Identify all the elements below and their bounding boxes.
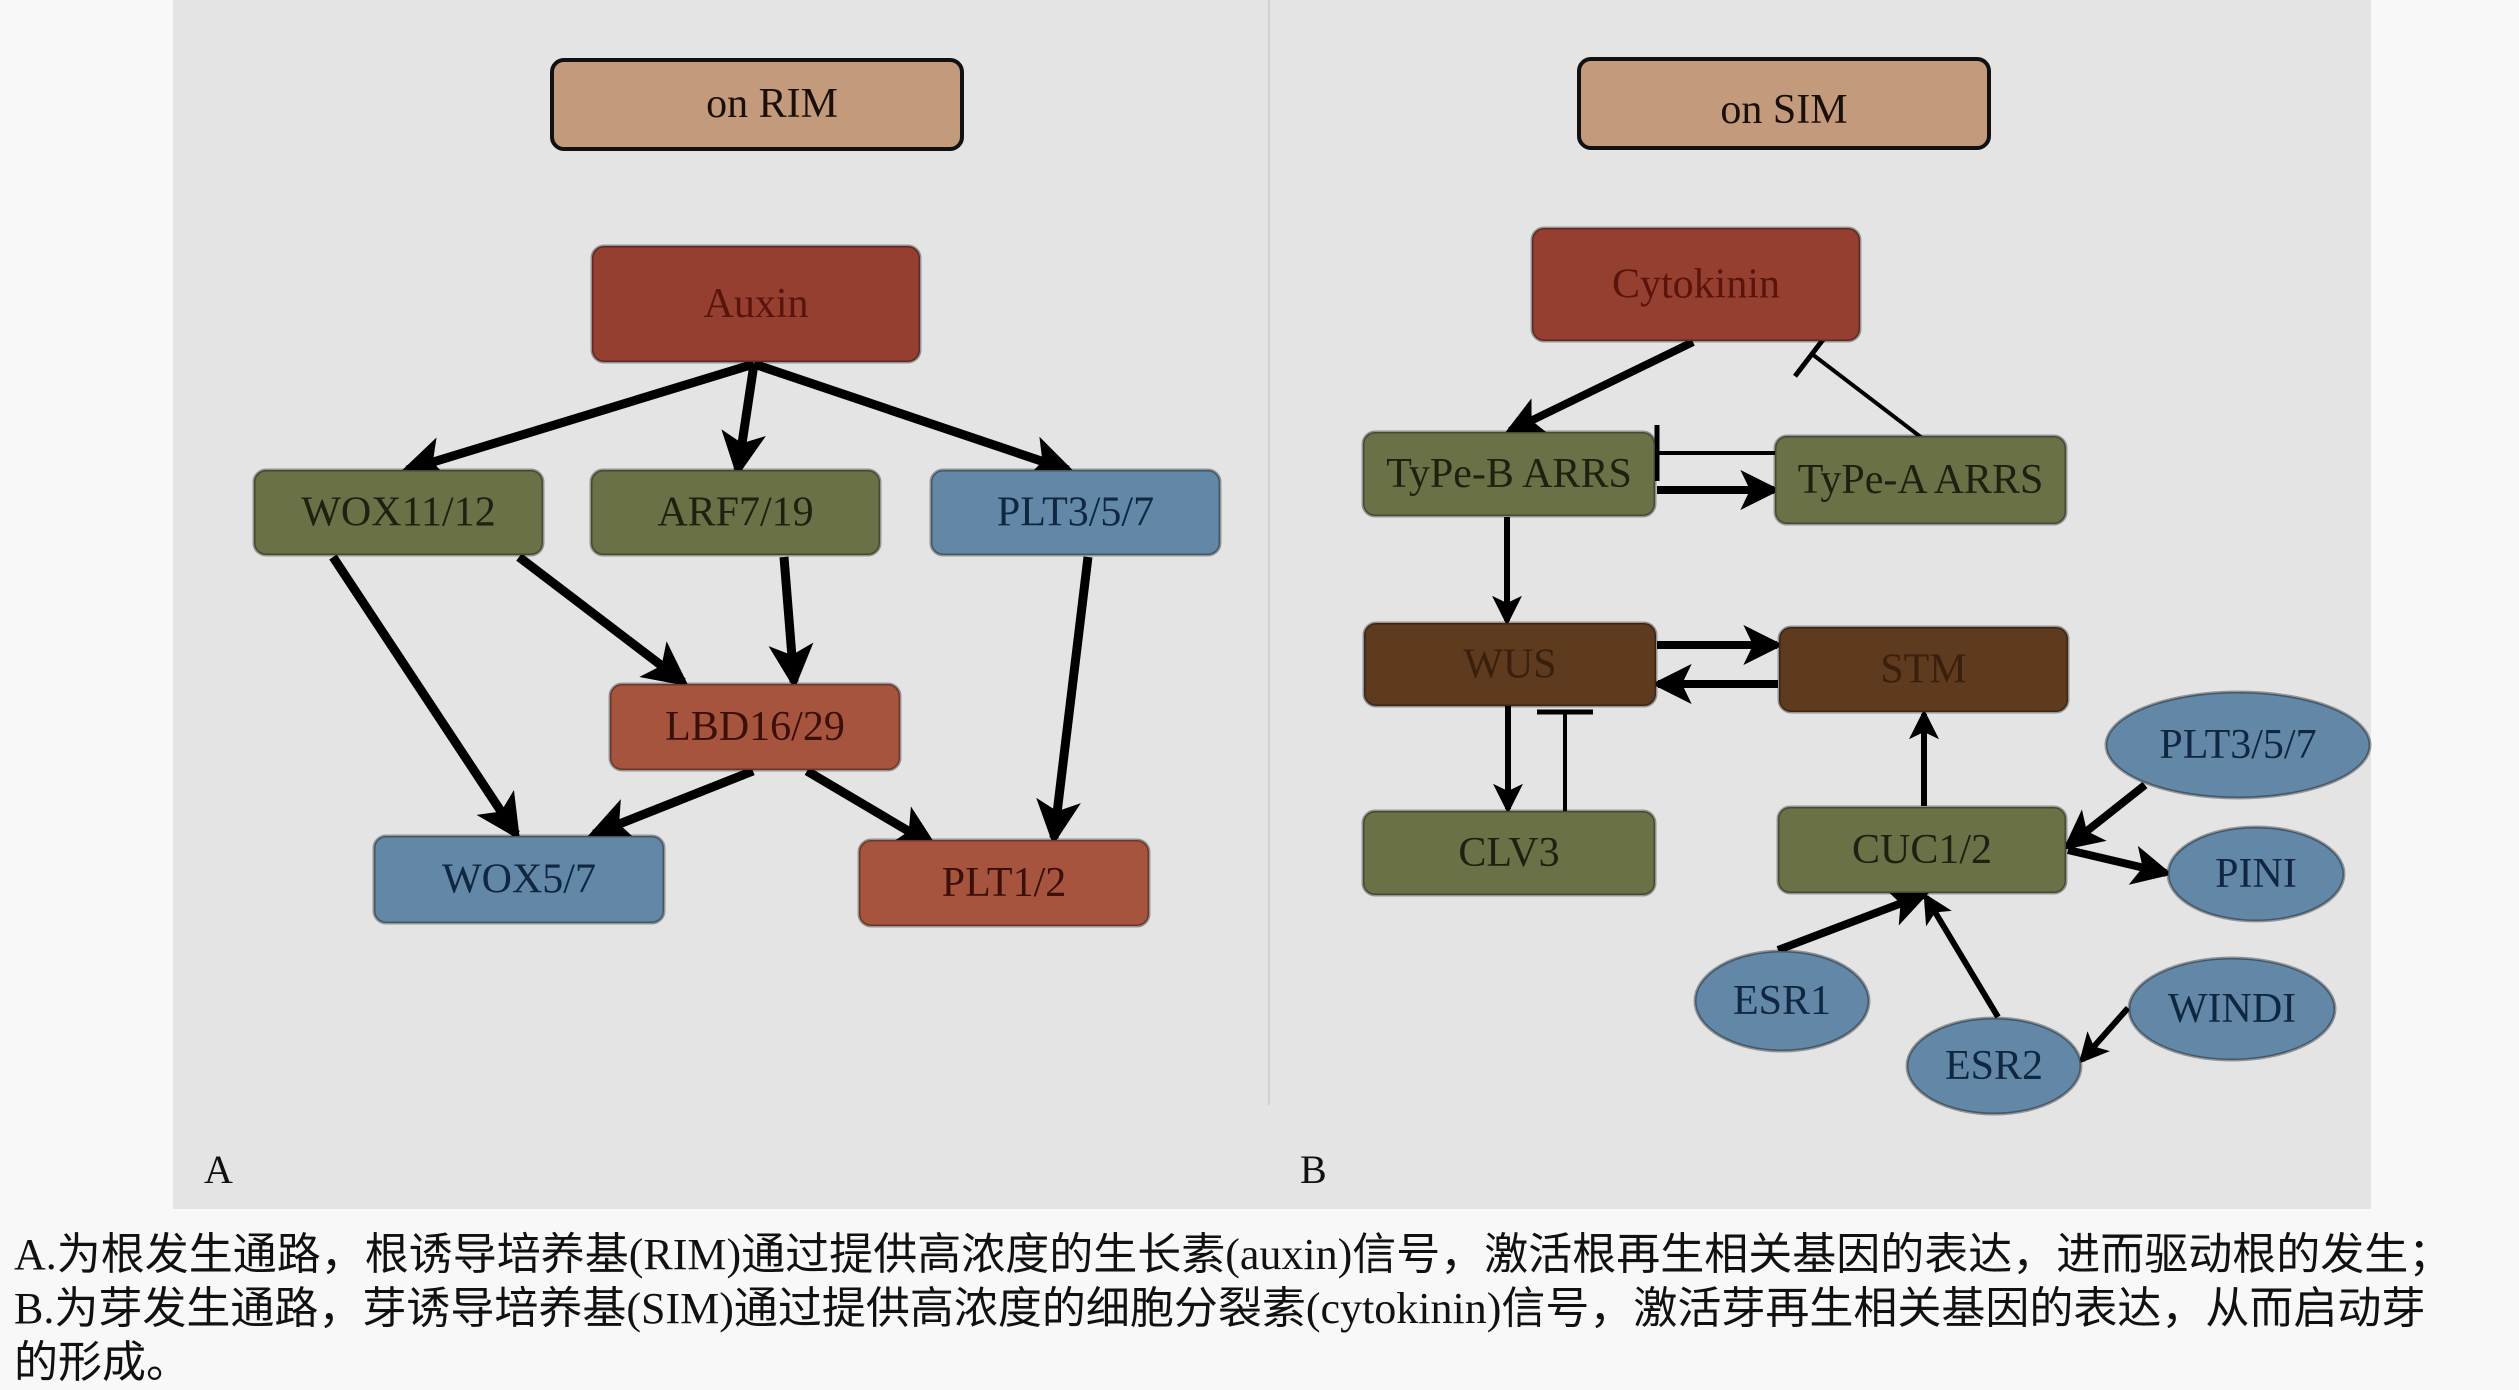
activation-arrow-cuc-to-pini (2067, 845, 2173, 885)
node-label-cytokinin: Cytokinin (1612, 262, 1780, 308)
node-typeb: TyPe-B ARRS (1361, 430, 1657, 518)
node-shape-plt357a (929, 468, 1222, 557)
node-label-esr2: ESR2 (1945, 1043, 2043, 1089)
edges-layer (329, 330, 2173, 1064)
node-wus: WUS (1362, 621, 1658, 708)
node-windi: WINDI (2127, 956, 2337, 1062)
node-auxin: Auxin (590, 244, 922, 364)
node-label-stm: STM (1880, 647, 1966, 693)
node-shape-windi (2127, 956, 2337, 1062)
node-shape-cuc (1776, 805, 2068, 895)
node-wox57: WOX5/7 (372, 834, 666, 925)
panel-label-a: A (204, 1147, 233, 1192)
node-label-typeb: TyPe-B ARRS (1386, 451, 1632, 497)
node-shape-esr1 (1693, 949, 1871, 1053)
panel-label-b: B (1300, 1147, 1327, 1192)
node-label-auxin: Auxin (704, 281, 809, 327)
node-label-typea: TyPe-A ARRS (1798, 457, 2044, 503)
node-shape-wox11 (252, 468, 545, 557)
node-pini: PINI (2166, 825, 2346, 923)
node-label-plt357b: PLT3/5/7 (2159, 722, 2316, 768)
node-esr1: ESR1 (1693, 949, 1871, 1053)
activation-arrow-auxin-to-wox11 (400, 359, 756, 481)
medium-box-sim: on SIM (1577, 57, 1991, 150)
activation-arrow-auxin-to-arf (721, 363, 766, 478)
node-cytokinin: Cytokinin (1530, 226, 1862, 343)
activation-arrow-esr1-to-cuc (1776, 888, 1929, 954)
activation-arrow-wox11-to-lbd (516, 553, 689, 687)
node-shape-typeb (1361, 430, 1657, 518)
activation-arrow-esr2-to-cuc (1923, 892, 2001, 1019)
activation-arrow-plt357b-to-cuc (2062, 781, 2148, 850)
node-label-plt12: PLT1/2 (942, 860, 1066, 906)
node-typea: TyPe-A ARRS (1773, 434, 2068, 526)
node-esr2: ESR2 (1905, 1016, 2083, 1116)
node-shape-pini (2166, 825, 2346, 923)
figure-caption: A.为根发生通路，根诱导培养基(RIM)通过提供高浓度的生长素(auxin)信号… (14, 1228, 2504, 1390)
activation-arrow-lbd-to-wox57 (587, 766, 755, 841)
activation-arrow-windi-to-esr2 (2078, 1006, 2131, 1064)
medium-label-rim: on RIM (706, 81, 838, 127)
node-stm: STM (1777, 625, 2070, 714)
inhibition-edge-typea-to-cytokinin (1810, 352, 1924, 440)
caption-line-b: B.为芽发生通路，芽诱导培养基(SIM)通过提供高浓度的细胞分裂素(cytoki… (14, 1284, 2426, 1333)
node-arf: ARF7/19 (589, 468, 882, 557)
node-label-pini: PINI (2215, 851, 2297, 897)
node-shape-stm (1777, 625, 2070, 714)
caption-line-a: A.为根发生通路，根诱导培养基(RIM)通过提供高浓度的生长素(auxin)信号… (14, 1230, 2453, 1279)
node-label-lbd: LBD16/29 (665, 704, 845, 750)
node-label-clv3: CLV3 (1458, 830, 1559, 876)
activation-arrow-arf-to-lbd (768, 556, 814, 690)
node-label-windi: WINDI (2168, 986, 2296, 1032)
panel-divider (1268, 0, 1270, 1105)
medium-box-rim: on RIM (550, 58, 964, 151)
medium-label-sim: on SIM (1720, 87, 1847, 133)
node-label-cuc: CUC1/2 (1852, 827, 1992, 873)
node-shape-wus (1362, 621, 1658, 708)
node-shape-plt357b (2104, 690, 2372, 800)
activation-arrow-cytokinin-to-typeb (1504, 338, 1695, 435)
activation-arrow-wox11-to-wox57 (329, 554, 520, 841)
node-cuc: CUC1/2 (1776, 805, 2068, 895)
node-shape-plt12 (857, 838, 1151, 928)
activation-arrow-lbd-to-plt12 (804, 767, 939, 849)
activation-arrow-plt357a-to-plt12 (1036, 556, 1093, 846)
node-clv3: CLV3 (1361, 809, 1657, 897)
node-shape-cytokinin (1530, 226, 1862, 343)
node-plt357a: PLT3/5/7 (929, 468, 1222, 557)
node-lbd: LBD16/29 (608, 682, 902, 772)
node-shape-wox57 (372, 834, 666, 925)
node-plt12: PLT1/2 (857, 838, 1151, 928)
node-label-wox11: WOX11/12 (301, 490, 495, 536)
activation-arrow-auxin-to-plt357a (752, 359, 1075, 480)
node-label-wus: WUS (1463, 642, 1556, 688)
caption-line-b-cont: 的形成。 (14, 1338, 190, 1387)
figure-panel (173, 0, 2371, 1209)
node-shape-esr2 (1905, 1016, 2083, 1116)
node-label-esr1: ESR1 (1733, 978, 1831, 1024)
node-label-plt357a: PLT3/5/7 (997, 490, 1154, 536)
node-shape-clv3 (1361, 809, 1657, 897)
node-shape-typea (1773, 434, 2068, 526)
node-shape-arf (589, 468, 882, 557)
node-shape-lbd (608, 682, 902, 772)
node-plt357b: PLT3/5/7 (2104, 690, 2372, 800)
node-shape-auxin (590, 244, 922, 364)
node-label-wox57: WOX5/7 (442, 857, 596, 903)
node-wox11: WOX11/12 (252, 468, 545, 557)
node-label-arf: ARF7/19 (657, 490, 813, 536)
